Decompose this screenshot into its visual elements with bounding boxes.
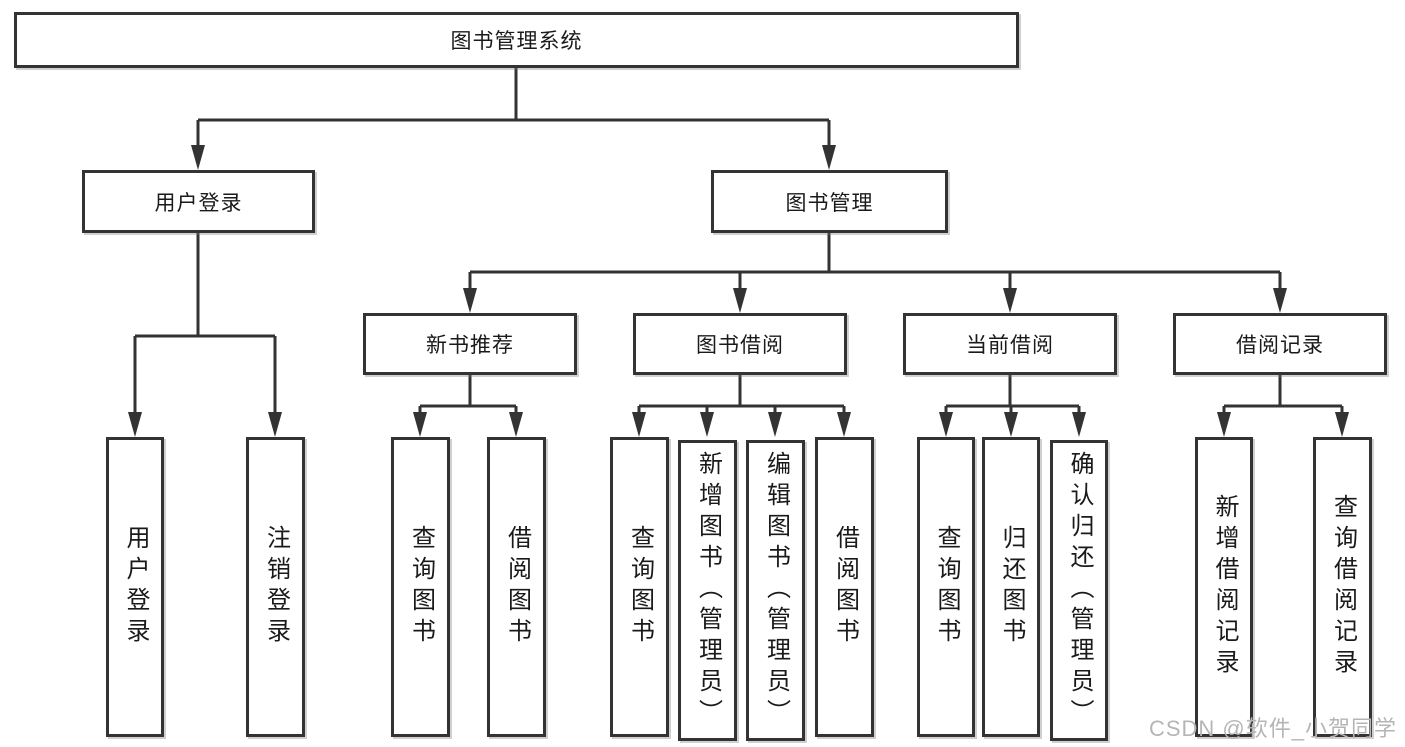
leaf-add-books-admin: 新增图书（管理员） [678,440,737,741]
leaf-borrow-books: 借阅图书 [815,437,874,737]
leaf-query-books-borrow-label: 查询图书 [626,525,654,649]
node-current-borrowing: 当前借阅 [903,313,1117,375]
node-new-book-recommend-label: 新书推荐 [426,334,514,357]
node-library-system: 图书管理系统 [14,12,1019,68]
leaf-confirm-return-admin: 确认归还（管理员） [1050,440,1108,741]
arrowheads [128,145,1349,437]
leaf-borrow-books-label: 借阅图书 [831,525,859,649]
node-book-borrowing-label: 图书借阅 [696,334,784,357]
node-borrowing-records: 借阅记录 [1173,313,1387,375]
leaf-query-books-borrow: 查询图书 [610,437,669,737]
leaf-return-books: 归还图书 [982,437,1040,737]
leaf-query-borrow-record-label: 查询借阅记录 [1329,494,1357,680]
leaf-user-login-label: 用户登录 [122,525,149,649]
node-user-login-label: 用户登录 [154,191,243,215]
connector-records-to-children [1222,375,1344,431]
leaf-logout-label: 注销登录 [262,525,290,649]
node-book-borrowing: 图书借阅 [633,313,847,375]
connector-bookmgmt-to-level3 [468,233,1282,307]
leaf-return-books-label: 归还图书 [998,525,1025,649]
leaf-borrow-books-recommend: 借阅图书 [487,437,546,737]
leaf-confirm-return-admin-label: 确认归还（管理员） [1066,451,1093,730]
connector-borrow-to-children [637,375,846,431]
leaf-user-login: 用户登录 [106,437,164,737]
leaf-edit-books-admin: 编辑图书（管理员） [746,440,805,741]
leaf-query-books-current: 查询图书 [917,437,975,737]
leaf-query-borrow-record: 查询借阅记录 [1313,437,1372,737]
leaf-query-books-recommend: 查询图书 [391,437,450,737]
leaf-add-books-admin-label: 新增图书（管理员） [694,451,722,730]
node-current-borrowing-label: 当前借阅 [966,334,1054,357]
leaf-edit-books-admin-label: 编辑图书（管理员） [762,451,790,730]
leaf-query-books-recommend-label: 查询图书 [407,525,435,649]
node-book-management-label: 图书管理 [785,191,874,215]
node-book-management: 图书管理 [711,170,948,233]
node-new-book-recommend: 新书推荐 [363,313,577,375]
node-user-login: 用户登录 [82,170,315,233]
csdn-watermark: CSDN @软件_小贺同学 [1148,716,1397,741]
connector-userlogin-to-children [133,233,277,431]
node-borrowing-records-label: 借阅记录 [1236,334,1324,357]
leaf-borrow-books-recommend-label: 借阅图书 [503,525,531,649]
leaf-query-books-current-label: 查询图书 [933,525,960,649]
leaf-add-borrow-record: 新增借阅记录 [1195,437,1253,737]
leaf-logout: 注销登录 [246,437,305,737]
connector-root-to-level2 [196,68,831,164]
connector-newbook-to-children [418,375,518,431]
leaf-add-borrow-record-label: 新增借阅记录 [1211,494,1238,680]
node-library-system-label: 图书管理系统 [450,30,583,53]
